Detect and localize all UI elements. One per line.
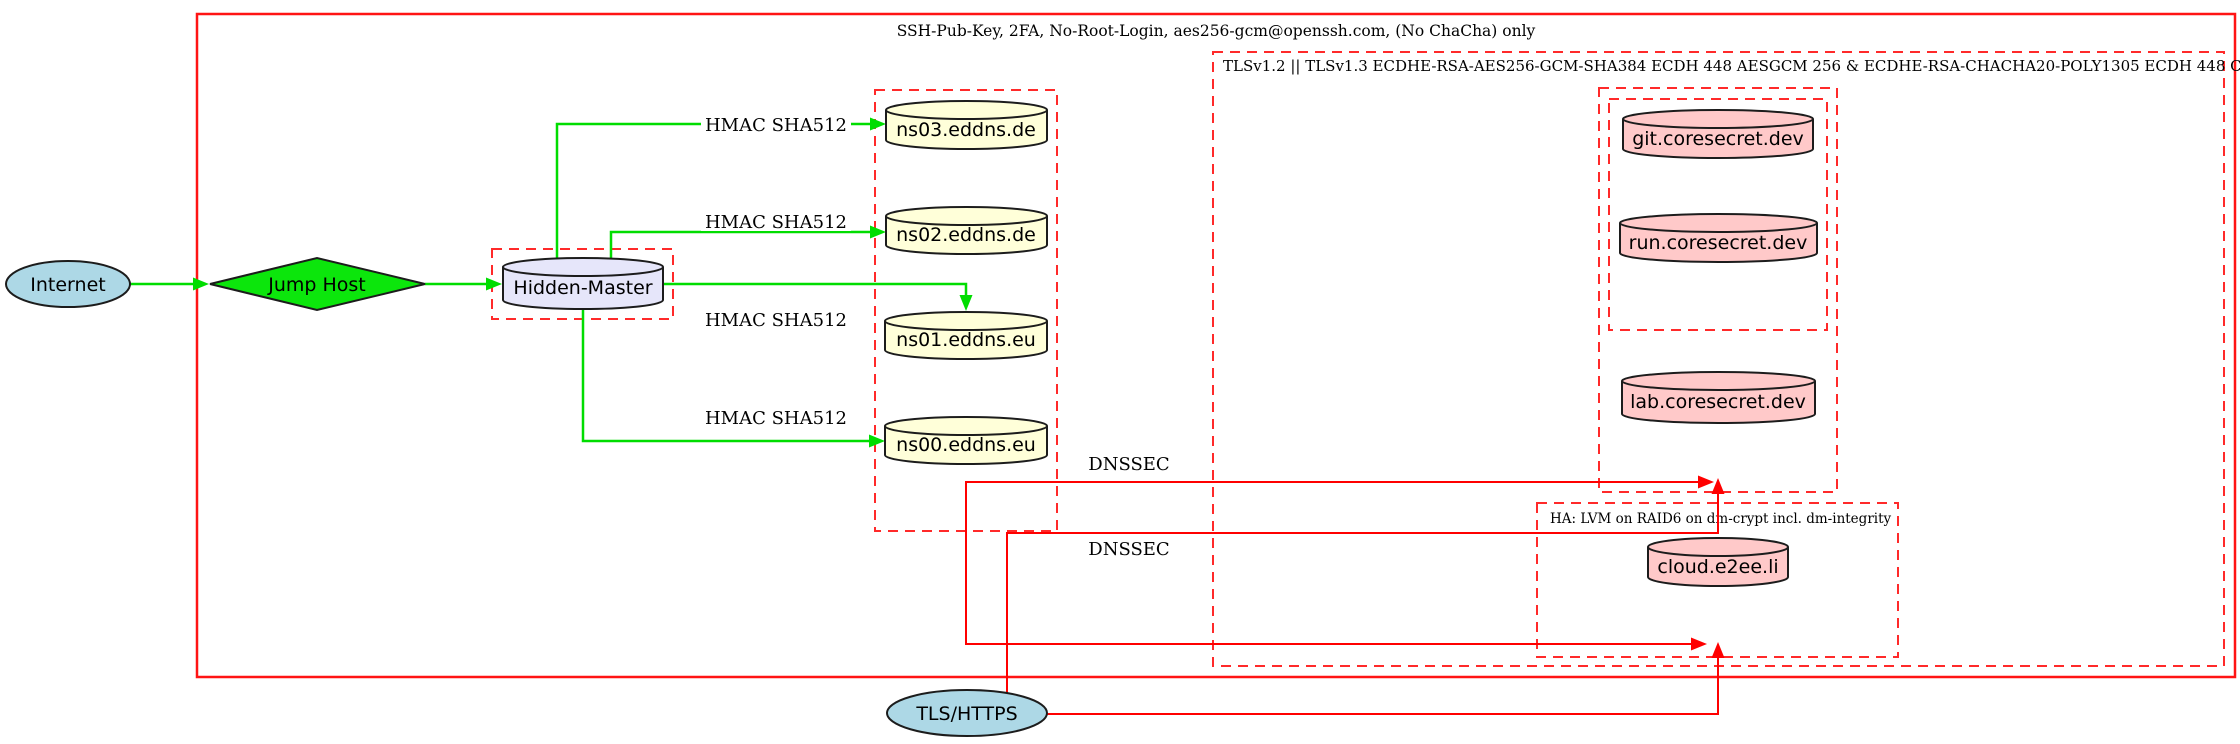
cylinder-lid-icon: [502, 266, 664, 277]
tls-https-ellipse: [886, 689, 1048, 737]
arrowhead-green-right-icon: [870, 117, 886, 131]
node-cloud-label: cloud.e2ee.li: [1657, 556, 1778, 578]
node-internet: Internet: [5, 260, 131, 308]
edge-dnssec-line: [965, 481, 1699, 645]
label-bg: [701, 209, 851, 231]
edge-line: [555, 122, 871, 259]
webservers-outer-cluster-box: [1598, 87, 1838, 493]
arrowhead-red-up-icon: [1711, 478, 1725, 494]
edge-label-hmac-4: HMAC SHA512: [705, 408, 847, 429]
node-tls-https-label: TLS/HTTPS: [915, 703, 1017, 725]
edge-tls-line: [1047, 657, 1719, 715]
ns02-cylinder: [885, 206, 1048, 255]
ha-cluster-label: HA: LVM on RAID6 on dm-crypt incl. dm-in…: [1550, 511, 1892, 527]
node-run-label: run.coresecret.dev: [1629, 232, 1808, 254]
arrowhead-red-up-icon: [1711, 642, 1725, 658]
edge-line: [663, 282, 968, 296]
arrowhead-green-right-icon: [869, 434, 885, 448]
outer-ssh-zone-box: [195, 12, 2237, 679]
cylinder-lid-icon: [885, 215, 1048, 226]
node-ns01: ns01.eddns.eu: [884, 311, 1048, 360]
git-cylinder: [1622, 109, 1814, 159]
node-hidden-master-label: Hidden-Master: [513, 277, 652, 299]
hidden-master-cylinder: [502, 257, 664, 310]
node-lab: lab.coresecret.dev: [1621, 371, 1816, 424]
node-ns02-label: ns02.eddns.de: [896, 224, 1036, 246]
lab-cylinder: [1621, 371, 1816, 424]
edge-dns-to-webservers: [965, 475, 1714, 651]
ns00-cylinder: [884, 416, 1048, 465]
arrowhead-green-right-icon: [870, 225, 886, 239]
edge-line: [609, 230, 871, 259]
edge-label-hmac-2: HMAC SHA512: [705, 212, 847, 233]
node-ns03: ns03.eddns.de: [885, 100, 1048, 150]
internet-ellipse: [5, 260, 131, 308]
edge-tls-line: [1006, 493, 1719, 694]
edge-hiddenmaster-ns01: [663, 282, 973, 311]
edge-label-hmac-1: HMAC SHA512: [705, 115, 847, 136]
node-jump-host-label: Jump Host: [267, 274, 366, 296]
edge-line: [581, 308, 870, 443]
ns03-cylinder: [885, 100, 1048, 150]
label-bg: [701, 112, 851, 136]
edge-hiddenmaster-ns03: [555, 117, 886, 259]
node-git: git.coresecret.dev: [1622, 109, 1814, 159]
arrowhead-green-right-icon: [193, 277, 209, 291]
cloud-cylinder: [1647, 537, 1789, 587]
arrowhead-green-down-icon: [959, 295, 973, 311]
arrowhead-red-right-icon: [1698, 475, 1714, 489]
cylinder-lid-icon: [1621, 380, 1816, 391]
outer-ssh-zone-label: SSH-Pub-Key, 2FA, No-Root-Login, aes256-…: [897, 22, 1536, 40]
run-cylinder: [1619, 213, 1818, 263]
node-jump-host: Jump Host: [209, 256, 426, 312]
label-bg: [701, 405, 851, 429]
arrowhead-red-right-icon: [1691, 637, 1707, 651]
cylinder-lid-icon: [1622, 118, 1814, 129]
edge-label-hmac-3: HMAC SHA512: [705, 310, 847, 331]
cylinder-lid-icon: [884, 320, 1048, 331]
node-git-label: git.coresecret.dev: [1632, 128, 1804, 150]
node-run: run.coresecret.dev: [1619, 213, 1818, 263]
edge-jumphost-hiddenmaster: [425, 277, 502, 291]
node-lab-label: lab.coresecret.dev: [1630, 391, 1806, 413]
edge-label-dnssec-1: DNSSEC: [1088, 454, 1169, 475]
ns01-cylinder: [884, 311, 1048, 360]
cylinder-lid-icon: [884, 425, 1048, 436]
node-ns00-label: ns00.eddns.eu: [896, 434, 1036, 456]
node-ns02: ns02.eddns.de: [885, 206, 1048, 255]
webservers-inner-cluster-box: [1608, 98, 1828, 331]
edge-hiddenmaster-ns02: [609, 225, 886, 259]
node-cloud: cloud.e2ee.li: [1647, 537, 1789, 587]
node-ns03-label: ns03.eddns.de: [896, 119, 1036, 141]
jump-host-diamond: [209, 256, 426, 312]
node-internet-label: Internet: [30, 274, 105, 296]
edge-internet-jumphost: [130, 277, 209, 291]
cylinder-lid-icon: [885, 109, 1048, 120]
ha-cluster-box: [1536, 502, 1899, 658]
cylinder-lid-icon: [1619, 222, 1818, 233]
edge-hiddenmaster-ns00: [581, 308, 885, 448]
node-tls-https: TLS/HTTPS: [886, 689, 1048, 737]
node-hidden-master: Hidden-Master: [502, 257, 664, 310]
node-ns01-label: ns01.eddns.eu: [896, 329, 1036, 351]
node-ns00: ns00.eddns.eu: [884, 416, 1048, 465]
tls-cluster-label: TLSv1.2 || TLSv1.3 ECDHE-RSA-AES256-GCM-…: [1223, 57, 2240, 75]
edge-tls-to-webservers: [1006, 478, 1725, 694]
arrowhead-green-right-icon: [486, 277, 502, 291]
label-bg: [701, 307, 851, 331]
edge-label-dnssec-2: DNSSEC: [1088, 539, 1169, 560]
edge-tls-to-ha: [1047, 642, 1725, 715]
cylinder-lid-icon: [1647, 546, 1789, 557]
